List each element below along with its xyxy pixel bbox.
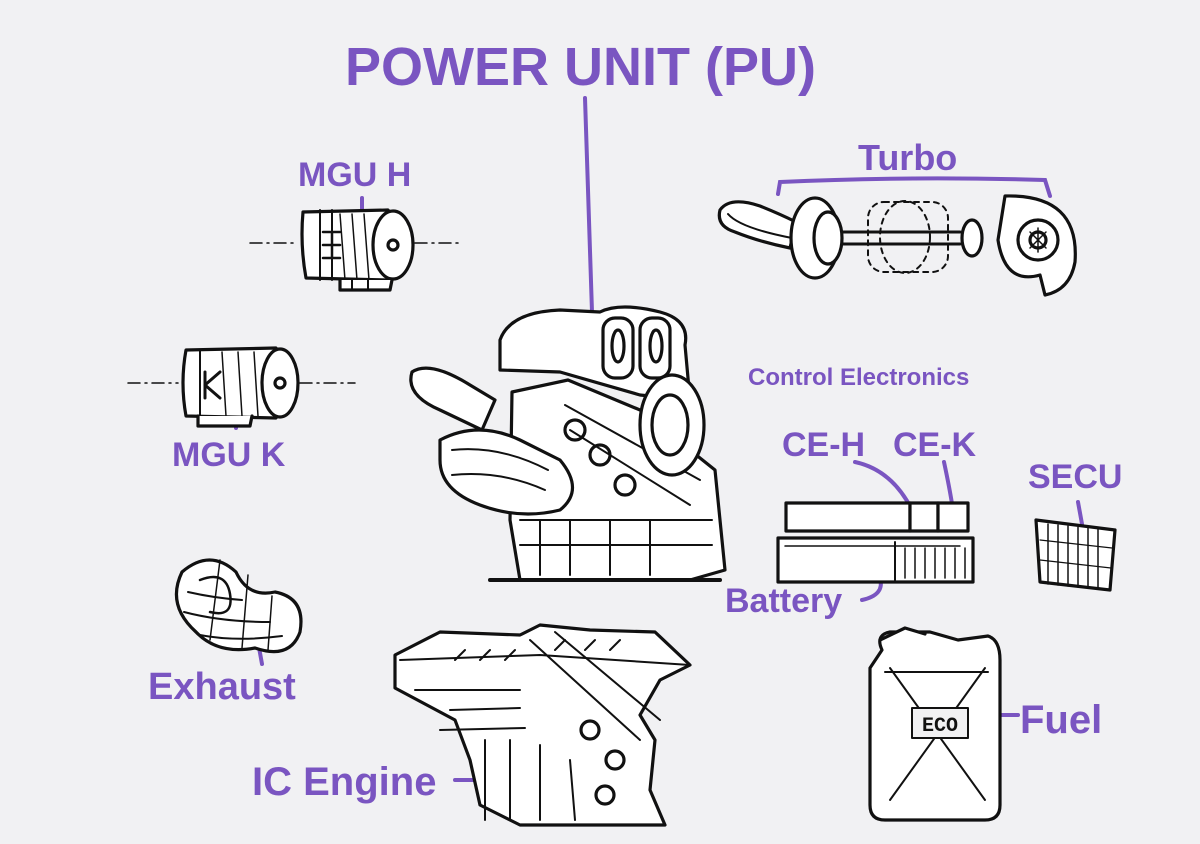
label-battery: Battery: [725, 582, 843, 620]
battery-icon: [776, 536, 975, 584]
pu-leader-line: [583, 96, 594, 314]
secu-icon: [1034, 518, 1117, 592]
mgu-k-icon: [127, 346, 356, 428]
label-ic-engine: IC Engine: [252, 760, 437, 804]
fuel-canister-icon: [868, 626, 1002, 822]
label-ce-k: CE-K: [893, 426, 977, 464]
exhaust-icon: [174, 558, 303, 654]
label-secu: SECU: [1028, 458, 1123, 496]
turbo-icon: [717, 194, 1077, 297]
label-exhaust: Exhaust: [148, 666, 296, 708]
page-title: POWER UNIT (PU): [345, 37, 816, 97]
ic-engine-icon: [393, 623, 692, 827]
secu-leader-line: [1076, 500, 1084, 526]
label-turbo: Turbo: [858, 137, 958, 178]
mgu-h-icon: [249, 208, 461, 292]
label-fuel: Fuel: [1020, 698, 1103, 742]
ce-boxes-icon: [784, 501, 970, 533]
label-control-electronics: Control Electronics: [748, 364, 970, 391]
power-unit-engine-icon: [409, 305, 727, 582]
label-ce-h: CE-H: [782, 426, 866, 464]
label-mgu-k: MGU K: [172, 436, 286, 474]
turbo-bracket: [776, 176, 1052, 198]
label-mgu-h: MGU H: [298, 156, 412, 194]
